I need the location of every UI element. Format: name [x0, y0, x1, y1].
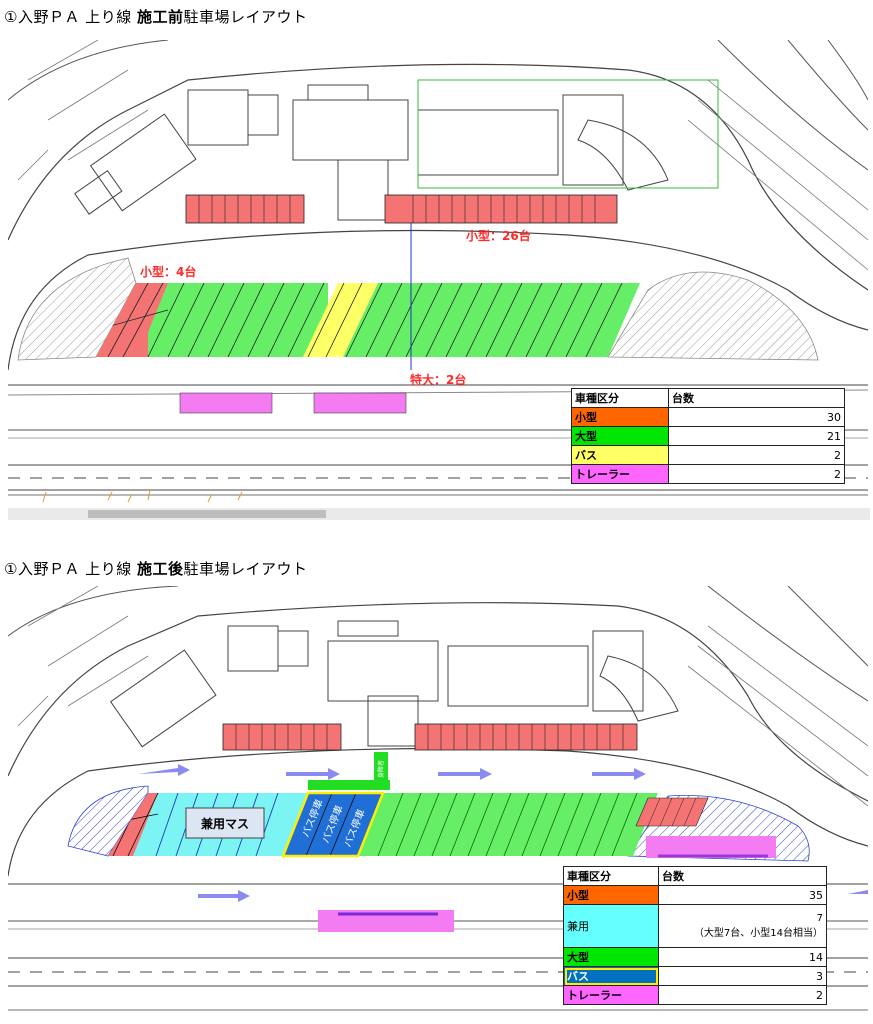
after-legend-shared-label: 兼用	[563, 904, 659, 948]
before-legend-row-trailer: トレーラー 2	[571, 464, 845, 484]
after-bus-area-outline	[281, 791, 385, 858]
after-title: ①入野ＰＡ 上り線 施工後駐車場レイアウト	[4, 558, 308, 579]
after-legend-large-label: 大型	[563, 947, 659, 967]
before-main-lot	[96, 283, 640, 357]
after-right-small-stalls	[635, 797, 709, 827]
after-legend-shared-cell: 7 （大型7台、小型14台相当）	[658, 904, 827, 948]
after-title-bold: 施工後	[136, 560, 184, 578]
before-legend-row-large: 大型 21	[571, 426, 845, 446]
before-legend: 車種区分 台数 小型 30 大型 21 バス 2 トレーラー 2	[571, 388, 845, 484]
before-legend-header: 車種区分 台数	[571, 388, 845, 408]
before-scrollbar-thumb[interactable]	[88, 510, 326, 518]
after-top-small-stalls-right	[414, 723, 638, 751]
before-label-small-left: 小型：4台	[140, 264, 196, 279]
after-legend-large-count: 14	[658, 947, 827, 967]
after-map: 兼用マス バス停車 バス停車 バス停車 身障者	[8, 586, 868, 1022]
before-legend-row-small: 小型 30	[571, 407, 845, 427]
before-legend-trailer-label: トレーラー	[571, 464, 669, 484]
after-legend-row-large: 大型 14	[563, 947, 827, 967]
after-legend-shared-note: （大型7台、小型14台相当）	[693, 928, 823, 939]
after-title-prefix: ①入野ＰＡ 上り線	[4, 560, 137, 578]
after-legend-bus-label: バス	[563, 966, 659, 986]
before-legend-bus-label: バス	[571, 445, 669, 465]
after-map-drawing: 兼用マス バス停車 バス停車 バス停車 身障者	[8, 586, 868, 1011]
after-legend-bus-count: 3	[658, 966, 827, 986]
before-title-prefix: ①入野ＰＡ 上り線	[4, 8, 137, 26]
before-horizontal-scrollbar[interactable]	[8, 508, 870, 520]
after-legend-row-trailer: トレーラー 2	[563, 985, 827, 1005]
before-label-special-large: 特大：2台	[410, 372, 466, 387]
before-legend-large-label: 大型	[571, 426, 669, 446]
after-trailer-stall-right	[646, 836, 776, 858]
before-legend-header-count: 台数	[668, 388, 845, 408]
before-legend-trailer-count: 2	[668, 464, 845, 484]
after-legend-header-count: 台数	[658, 866, 827, 886]
after-legend-trailer-label: トレーラー	[563, 985, 659, 1005]
before-legend-bus-count: 2	[668, 445, 845, 465]
before-title-bold: 施工前	[136, 8, 184, 26]
before-trailer-stall-2	[313, 392, 407, 414]
after-legend-row-shared: 兼用 7 （大型7台、小型14台相当）	[563, 904, 827, 948]
before-legend-row-bus: バス 2	[571, 445, 845, 465]
after-accessible-label: 身障者	[377, 760, 385, 778]
after-label-shared: 兼用マス	[200, 816, 249, 831]
after-left-island	[67, 785, 149, 857]
before-top-small-stalls-left	[185, 194, 305, 224]
after-top-small-stalls-left	[222, 723, 342, 751]
after-legend-small-label: 小型	[563, 885, 659, 905]
after-legend-small-count: 35	[658, 885, 827, 905]
before-map: 小型：26台 小型：4台 特大：2台	[8, 40, 868, 510]
after-legend-header: 車種区分 台数	[563, 866, 827, 886]
before-right-island	[607, 271, 819, 361]
before-legend-small-count: 30	[668, 407, 845, 427]
before-title-suffix: 駐車場レイアウト	[183, 8, 308, 26]
before-top-small-stalls-right	[384, 194, 618, 224]
after-legend-header-category: 車種区分	[563, 866, 659, 886]
after-legend-row-small: 小型 35	[563, 885, 827, 905]
before-legend-small-label: 小型	[571, 407, 669, 427]
after-shared-label-box	[185, 807, 265, 839]
before-trailer-stall-1	[179, 392, 273, 414]
after-flow-arrows	[138, 764, 868, 902]
after-legend-trailer-count: 2	[658, 985, 827, 1005]
after-title-suffix: 駐車場レイアウト	[183, 560, 308, 578]
before-legend-large-count: 21	[668, 426, 845, 446]
after-legend-row-bus: バス 3	[563, 966, 827, 986]
after-legend-shared-count: 7	[816, 913, 823, 924]
after-accessible-stall	[374, 752, 388, 780]
before-legend-header-category: 車種区分	[571, 388, 669, 408]
before-title: ①入野ＰＡ 上り線 施工前駐車場レイアウト	[4, 6, 308, 27]
before-map-drawing: 小型：26台 小型：4台 特大：2台	[8, 40, 868, 503]
before-left-island	[17, 257, 137, 361]
before-label-small-top: 小型：26台	[466, 228, 531, 243]
after-legend: 車種区分 台数 小型 35 兼用 7 （大型7台、小型14台相当） 大型 14 …	[563, 866, 827, 1005]
